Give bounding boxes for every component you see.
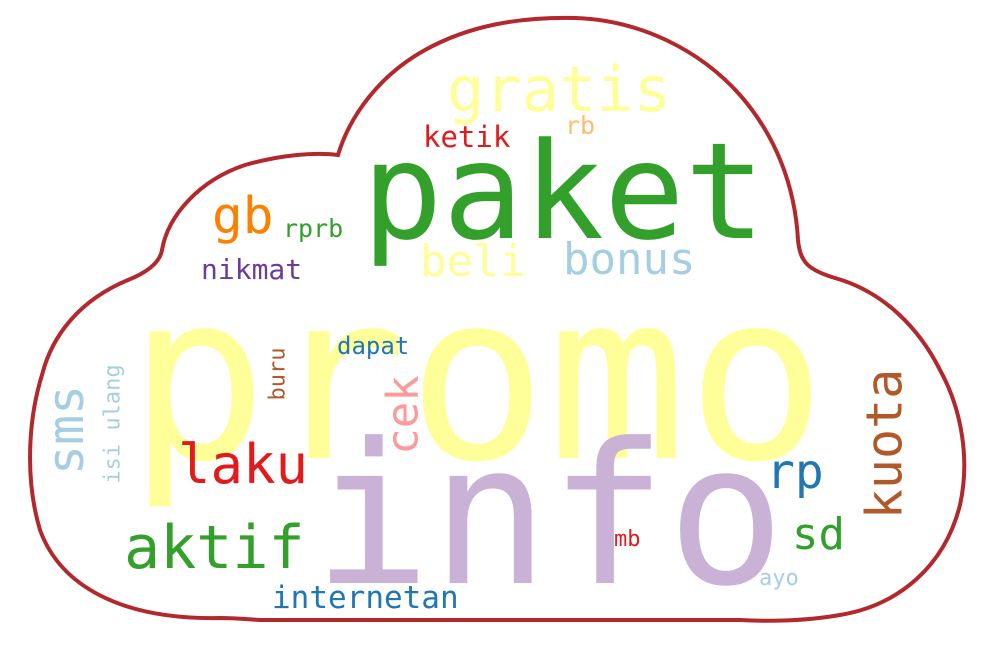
word-promo: promo — [128, 243, 827, 513]
cloud-outline — [28, 15, 967, 623]
word-ayo: ayo — [759, 566, 799, 591]
word-mb: mb — [614, 527, 641, 552]
word-rprb: rprb — [283, 214, 344, 243]
word-paket: paket — [362, 114, 766, 270]
word-sms: sms — [37, 384, 96, 476]
word-internetan: internetan — [272, 580, 459, 616]
word-gratis: gratis — [447, 53, 671, 126]
word-ketik: ketik — [423, 120, 511, 154]
word-gb: gb — [212, 187, 274, 246]
word-rp: rp — [766, 444, 824, 500]
word-kuota: kuota — [854, 368, 913, 520]
word-info: info — [313, 402, 786, 630]
word-rb: rb — [565, 111, 596, 140]
word-buru: buru — [264, 347, 290, 401]
word-nikmat: nikmat — [201, 253, 303, 286]
word-dapat: dapat — [337, 332, 410, 360]
word-sd: sd — [792, 509, 845, 560]
word-laku: laku — [178, 433, 309, 496]
word-aktif: aktif — [124, 513, 305, 583]
word-beli: beli — [420, 236, 526, 287]
word-isi-ulang: isi ulang — [100, 364, 126, 484]
word-bonus: bonus — [563, 234, 696, 285]
